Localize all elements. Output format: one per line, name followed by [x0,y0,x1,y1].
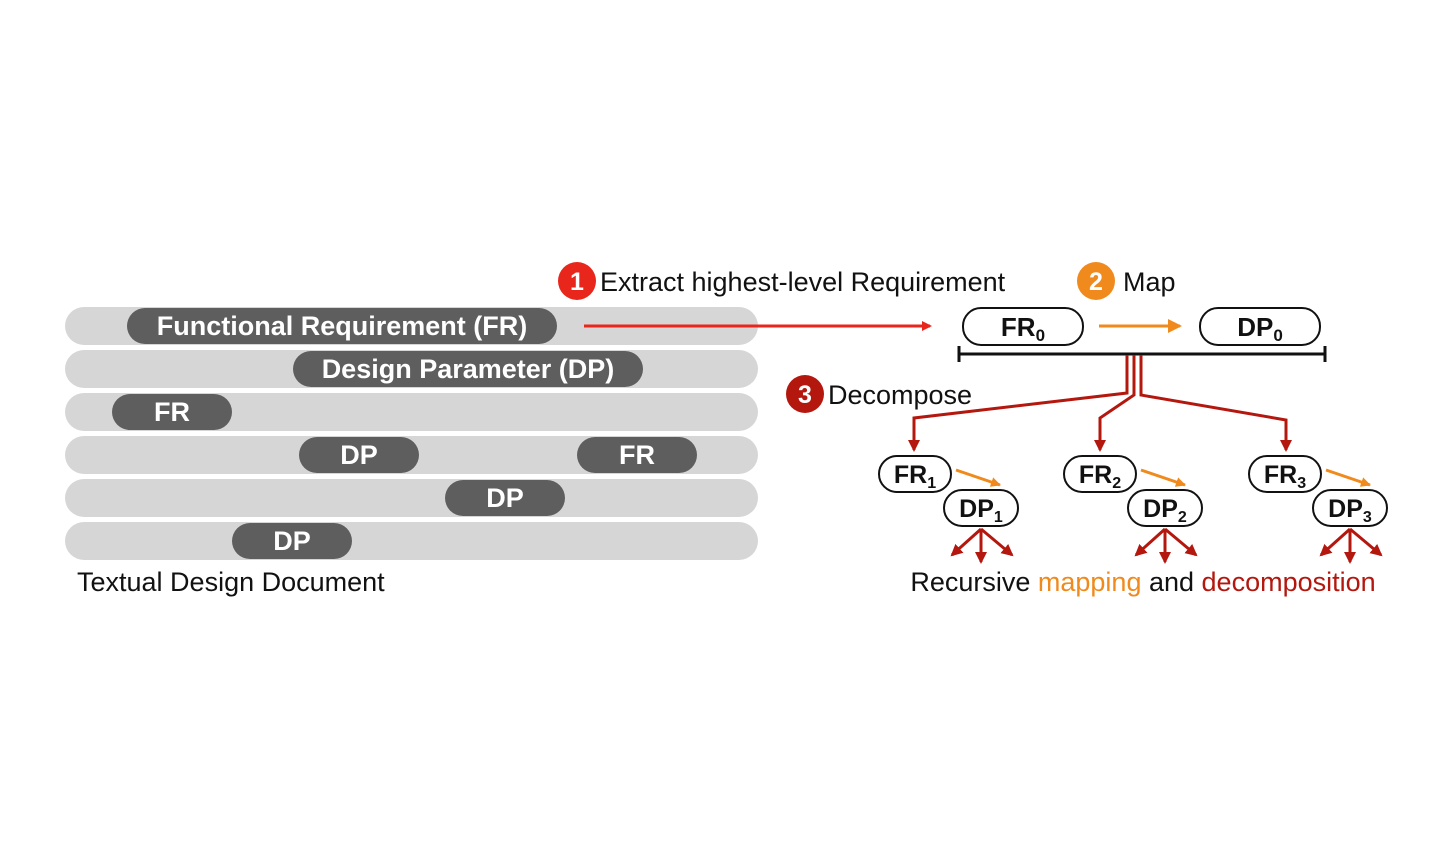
fr2-label: FR2 [1079,461,1121,492]
textual-design-document: Functional Requirement (FR) Design Param… [65,307,758,597]
dp-chip [445,480,565,516]
map-arrow-1 [955,468,1001,487]
dp3-label: DP3 [1328,495,1372,526]
decompose-connectors [908,355,1292,452]
fr1-label: FR1 [894,461,936,492]
caption-part-3: and [1141,567,1201,597]
dp-main-label: Design Parameter (DP) [322,354,615,384]
fr0-label: FR0 [1001,312,1045,345]
dp2-label: DP2 [1143,495,1187,526]
map-arrow-2 [1140,468,1186,487]
recursive-arrows-2 [1134,527,1198,564]
dp-chip [299,437,419,473]
decompose-arrow-2 [1094,355,1136,452]
step-extract: 1 Extract highest-level Requirement [558,262,1006,331]
document-line-5 [65,479,758,517]
dp-chip-label: DP [340,440,378,470]
recursive-caption: Recursive mapping and decomposition [910,567,1375,597]
step-3-number: 3 [798,381,812,409]
step-2-badge [1077,262,1115,300]
dp-chip-label: DP [273,526,311,556]
dp3-node [1312,489,1388,527]
fr-chip-label: FR [619,440,655,470]
dp0-node [1199,307,1321,346]
recursive-arrows-3 [1319,527,1383,564]
dp0-label: DP0 [1237,312,1283,345]
dp1-node [943,489,1019,527]
step-map: 2 Map FR0 DP0 [957,262,1327,362]
caption-decomposition: decomposition [1202,567,1376,597]
fr3-node [1248,455,1322,493]
fr-main-label: Functional Requirement (FR) [157,311,528,341]
child-pair-2: FR2 DP2 [1063,455,1203,564]
dp-main-chip [293,351,643,387]
decompose-arrow-1 [908,355,1129,452]
document-line-3 [65,393,758,431]
document-caption: Textual Design Document [77,567,385,597]
root-bracket [957,346,1327,362]
fr-chip [577,437,697,473]
fr1-node [878,455,952,493]
step-2-number: 2 [1089,268,1103,296]
document-line-6 [65,522,758,560]
map-arrow-3 [1325,468,1371,487]
fr0-node [962,307,1084,346]
fr2-node [1063,455,1137,493]
step-3-badge [786,375,824,413]
step-1-badge [558,262,596,300]
caption-part-1: Recursive [910,567,1038,597]
dp-chip [232,523,352,559]
child-pair-1: FR1 DP1 [878,455,1019,564]
caption-mapping: mapping [1038,567,1142,597]
step-2-label: Map [1123,267,1176,297]
recursive-arrows-1 [950,527,1014,564]
child-pair-3: FR3 DP3 [1248,455,1388,564]
fr-chip-label: FR [154,397,190,427]
dp1-label: DP1 [959,495,1003,526]
dp2-node [1127,489,1203,527]
fr-main-chip [127,308,557,344]
decompose-arrow-3 [1139,355,1292,452]
dp-chip-label: DP [486,483,524,513]
fr3-label: FR3 [1264,461,1306,492]
fr-chip [112,394,232,430]
step-decompose: 3 Decompose FR1 DP1 FR2 DP2 [786,355,1388,564]
step-1-label: Extract highest-level Requirement [600,267,1006,297]
step-1-number: 1 [570,268,584,296]
step-3-label: Decompose [828,380,972,410]
